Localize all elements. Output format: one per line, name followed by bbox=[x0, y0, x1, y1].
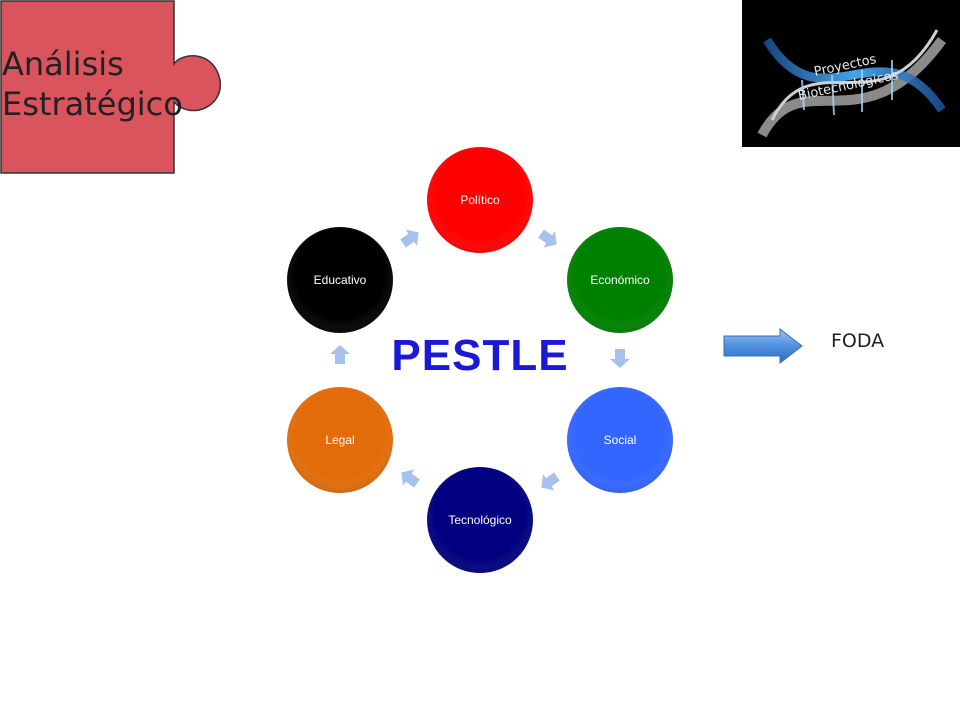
diagram-center-label: PESTLE bbox=[391, 331, 569, 380]
node-tecnologico: Tecnológico bbox=[427, 467, 533, 573]
node-educativo-label: Educativo bbox=[314, 273, 367, 287]
node-social-label: Social bbox=[604, 433, 637, 447]
connector-arrow-economico-social bbox=[610, 349, 630, 368]
node-social: Social bbox=[567, 387, 673, 493]
title-line-2: Estratégico bbox=[2, 85, 183, 123]
connector-arrow-tecnologico-legal bbox=[401, 469, 420, 488]
connector-arrow-legal-educativo bbox=[330, 345, 350, 364]
connector-arrow-educativo-politico bbox=[400, 229, 419, 248]
node-legal-label: Legal bbox=[325, 433, 354, 447]
dna-helix-icon: Proyectos Biotecnologicos bbox=[757, 29, 947, 138]
node-politico: Político bbox=[427, 147, 533, 253]
node-legal: Legal bbox=[287, 387, 393, 493]
node-tecnologico-label: Tecnológico bbox=[448, 513, 512, 527]
connector-arrow-politico-economico bbox=[538, 229, 557, 248]
node-educativo: Educativo bbox=[287, 227, 393, 333]
foda-label: FODA bbox=[831, 330, 885, 352]
node-economico-label: Económico bbox=[590, 273, 650, 287]
slide-title: Análisis Estratégico bbox=[2, 44, 183, 124]
node-politico-label: Político bbox=[460, 193, 500, 207]
right-arrow-icon bbox=[723, 328, 803, 364]
puzzle-piece-shape bbox=[0, 0, 221, 174]
title-line-1: Análisis bbox=[2, 45, 124, 83]
logo-image: Proyectos Biotecnologicos bbox=[742, 0, 960, 147]
node-economico: Económico bbox=[567, 227, 673, 333]
connector-arrow-social-tecnologico bbox=[541, 472, 560, 491]
